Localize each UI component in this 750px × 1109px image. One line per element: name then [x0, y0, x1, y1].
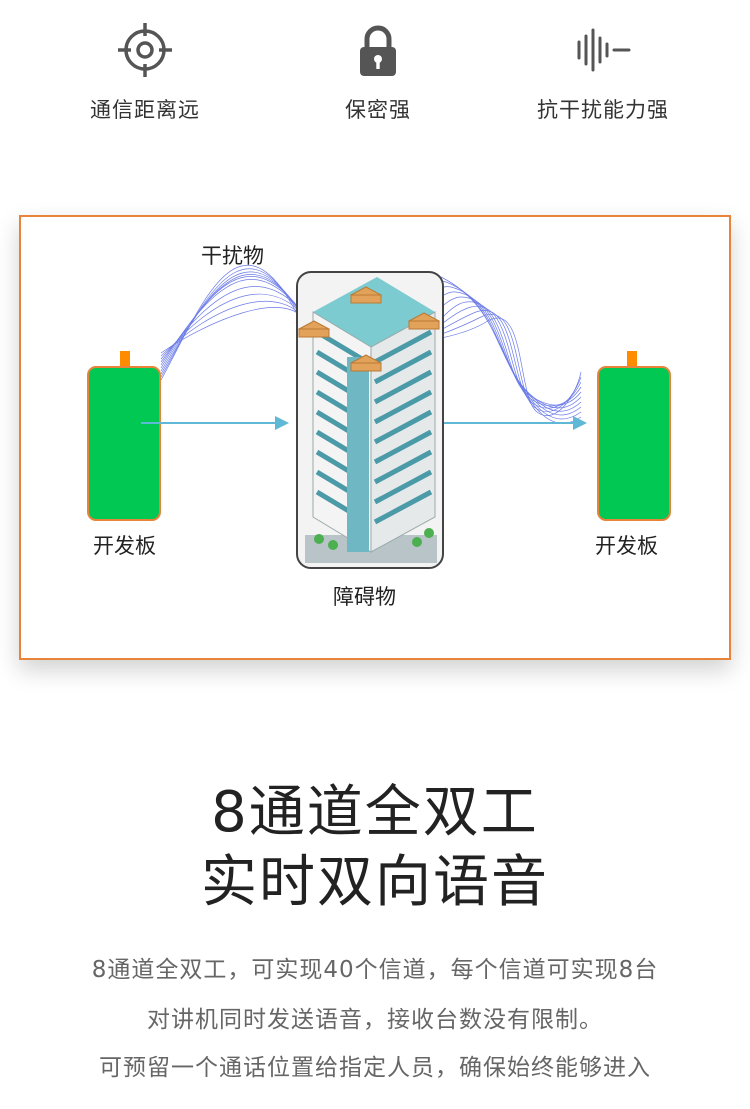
signal-waves-icon [577, 28, 631, 72]
headline-line-2: 实时双向语音 [201, 850, 549, 915]
feature-anti-interference: 抗干扰能力强 [503, 20, 703, 124]
right-antenna [627, 351, 637, 367]
feature-label: 保密强 [345, 98, 411, 122]
signal-arrows [141, 416, 587, 430]
feature-security: 保密强 [278, 20, 478, 124]
headline-line-1: 8通道全双工 [211, 780, 539, 845]
feature-row: 通信距离远 保密强 抗干扰能力强 [0, 0, 750, 140]
diagram-graphic [87, 264, 671, 569]
right-board-label: 开发板 [595, 534, 658, 558]
left-board [87, 351, 161, 521]
interference-label: 干扰物 [201, 244, 264, 268]
right-board [597, 351, 671, 521]
feature-label: 抗干扰能力强 [537, 98, 669, 122]
description-line-3: 可预留一个通话位置给指定人员，确保始终能够进入 [99, 1055, 651, 1081]
left-board-label: 开发板 [93, 534, 156, 558]
feature-distance: 通信距离远 [45, 20, 245, 124]
building-obstacle [296, 271, 444, 569]
feature-label: 通信距离远 [90, 98, 200, 122]
left-antenna [120, 351, 130, 367]
transmission-diagram: 干扰物 障碍物 开发板 开发板 [19, 215, 731, 660]
obstacle-label: 障碍物 [333, 585, 396, 609]
description-line-2: 对讲机同时发送语音，接收台数没有限制。 [147, 1007, 603, 1033]
target-icon [118, 23, 172, 77]
lock-icon [360, 25, 396, 76]
description-line-1: 8通道全双工，可实现40个信道，每个信道可实现8台 [91, 957, 659, 983]
